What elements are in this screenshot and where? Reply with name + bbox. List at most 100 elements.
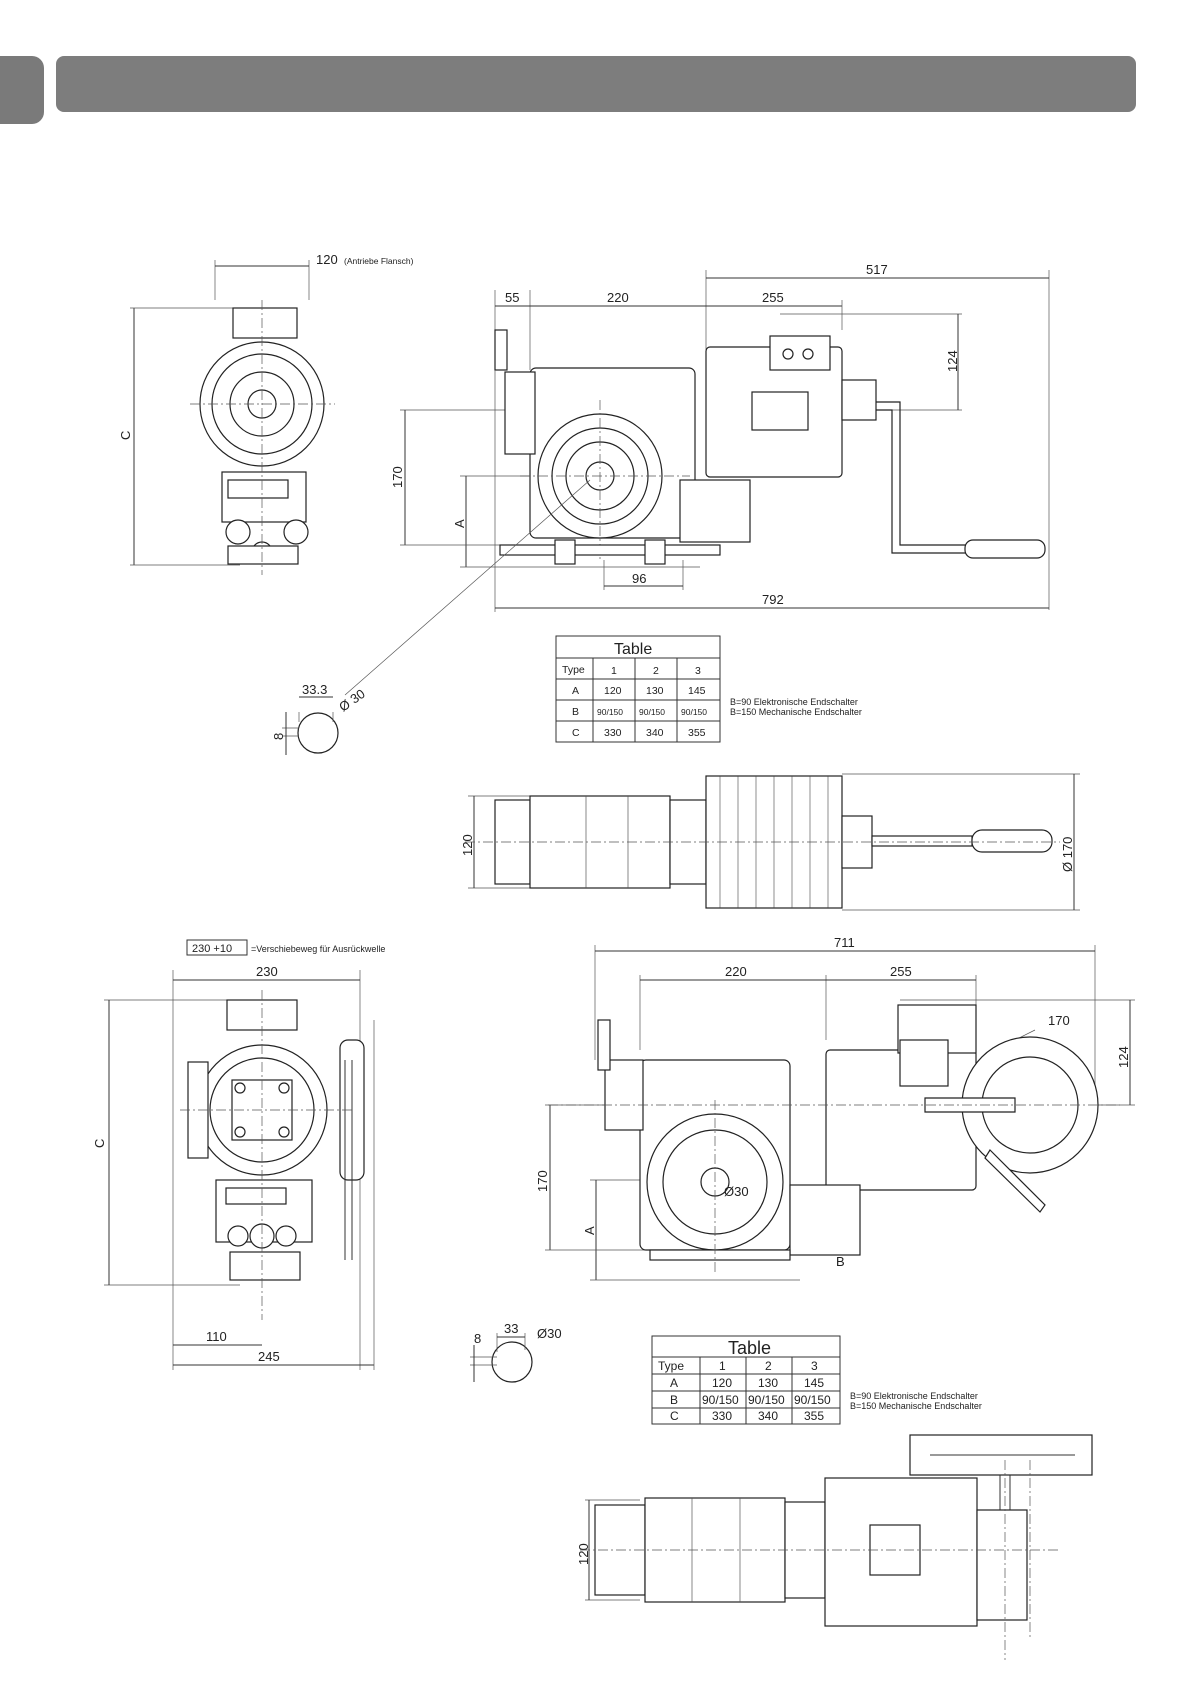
table-header: 2 xyxy=(765,1359,772,1373)
dim-c: C xyxy=(118,431,133,440)
table-note: B=150 Mechanische Endschalter xyxy=(730,707,862,717)
dim-c: C xyxy=(92,1139,107,1148)
dim-diameter-170: Ø 170 xyxy=(1060,837,1075,872)
dim-170-radius: 170 xyxy=(1048,1013,1070,1028)
table-cell: 90/150 xyxy=(748,1393,785,1407)
dim-517: 517 xyxy=(866,262,888,277)
table-cell: 340 xyxy=(646,727,664,739)
dim-245: 245 xyxy=(258,1349,280,1364)
table-cell: 355 xyxy=(688,727,706,739)
table-cell: 340 xyxy=(758,1409,778,1423)
drawing1-front-view: 55 220 255 517 124 170 A xyxy=(344,262,1050,696)
drawing1-key-detail: 33.3 8 Ø 30 xyxy=(271,682,368,755)
table-cell: 90/150 xyxy=(794,1393,831,1407)
shift-value: 230 +10 xyxy=(192,943,232,955)
page-tab xyxy=(0,56,44,124)
dim-a: A xyxy=(582,1226,597,1235)
dim-711: 711 xyxy=(834,935,855,950)
dim-170: 170 xyxy=(390,466,405,488)
table-title: Table xyxy=(614,641,652,658)
dim-b: B xyxy=(836,1254,845,1269)
table-cell: 130 xyxy=(758,1376,778,1390)
shift-note: =Verschiebeweg für Ausrückwelle xyxy=(251,944,385,954)
dim-220: 220 xyxy=(725,964,747,979)
dim-diameter-30: Ø30 xyxy=(724,1184,749,1199)
table-cell: 330 xyxy=(712,1409,732,1423)
drawing1-side-view: 120 (Antriebe Flansch) C xyxy=(118,252,414,575)
dim-a: A xyxy=(452,519,467,528)
header-bar xyxy=(56,56,1136,112)
table-header: 2 xyxy=(653,665,659,677)
dim-key-height: 8 xyxy=(271,733,286,740)
manual-release xyxy=(504,371,536,455)
table-header: 1 xyxy=(611,665,617,677)
drawing3-side-view: 230 C 110 245 xyxy=(92,964,375,1370)
limit-switch xyxy=(679,479,751,543)
table-header: 3 xyxy=(811,1359,818,1373)
manual-release xyxy=(604,1059,644,1131)
brake-housing xyxy=(232,307,298,339)
crank-arm xyxy=(984,1149,1046,1213)
table-cell: 90/150 xyxy=(639,707,665,717)
dim-255: 255 xyxy=(762,290,784,305)
base-plate xyxy=(649,1249,791,1261)
drawing1-table: Table Type 1 2 3 A 120 130 145 B 90/150 … xyxy=(555,635,862,743)
crank-handle xyxy=(971,829,1053,853)
dim-220: 220 xyxy=(607,290,629,305)
dim-110: 110 xyxy=(206,1329,227,1344)
table-cell: 90/150 xyxy=(597,707,623,717)
dim-124: 124 xyxy=(945,350,960,372)
chain-wheel-side xyxy=(976,1509,1028,1621)
drawing3-table: Table Type 1 2 3 A 120 130 145 B 90/150 … xyxy=(651,1335,982,1425)
table-note: B=150 Mechanische Endschalter xyxy=(850,1401,982,1411)
dim-170: 170 xyxy=(535,1170,550,1192)
limit-switch xyxy=(789,1184,861,1256)
dim-230: 230 xyxy=(256,964,278,979)
drawing3-shift-note: 230 +10 =Verschiebeweg für Ausrückwelle xyxy=(186,939,385,956)
table-header: Type xyxy=(658,1359,684,1373)
table-header: 3 xyxy=(695,665,701,677)
dim-key-diameter: Ø 30 xyxy=(336,686,368,714)
dim-124: 124 xyxy=(1116,1046,1131,1068)
dim-55: 55 xyxy=(505,290,519,305)
table-cell: 130 xyxy=(646,685,664,697)
base-plate xyxy=(499,544,721,556)
table-cell: A xyxy=(670,1376,678,1390)
table-title: Table xyxy=(728,1338,771,1358)
drawing2-top-view: 120 Ø 170 xyxy=(460,773,1080,911)
dim-key-width: 33.3 xyxy=(302,682,327,697)
dim-flange-note: (Antriebe Flansch) xyxy=(344,256,414,266)
table-cell: 145 xyxy=(688,685,706,697)
table-cell: 120 xyxy=(712,1376,732,1390)
crank-handle xyxy=(964,539,1046,559)
dim-120: 120 xyxy=(576,1543,591,1565)
table-cell: B xyxy=(572,706,579,718)
table-cell: 145 xyxy=(804,1376,824,1390)
table-cell: 355 xyxy=(804,1409,824,1423)
table-cell: B xyxy=(670,1393,678,1407)
table-cell: A xyxy=(572,685,579,697)
table-cell: 90/150 xyxy=(681,707,707,717)
dim-key-height: 8 xyxy=(474,1331,481,1346)
table-cell: 120 xyxy=(604,685,622,697)
dim-96: 96 xyxy=(632,571,646,586)
dim-255: 255 xyxy=(890,964,912,979)
table-note: B=90 Elektronische Endschalter xyxy=(850,1391,978,1401)
table-cell: C xyxy=(572,727,580,739)
drawing3-key-detail: 33 Ø30 8 xyxy=(470,1321,562,1383)
dim-flange: 120 xyxy=(316,252,338,267)
table-cell: 330 xyxy=(604,727,622,739)
drawing3-front-view: 711 220 255 170 124 170 A Ø30 xyxy=(535,935,1135,1281)
dim-key-diameter: Ø30 xyxy=(537,1326,562,1341)
dim-792: 792 xyxy=(762,592,784,607)
table-cell: 90/150 xyxy=(702,1393,739,1407)
table-header: Type xyxy=(562,664,585,676)
table-note: B=90 Elektronische Endschalter xyxy=(730,697,858,707)
table-header: 1 xyxy=(719,1359,726,1373)
dim-key-width: 33 xyxy=(504,1321,518,1336)
table-cell: C xyxy=(670,1409,679,1423)
hand-crank-hub xyxy=(841,379,877,421)
drawing4-top-view: 120 xyxy=(576,1434,1093,1660)
terminal-box xyxy=(769,335,831,371)
